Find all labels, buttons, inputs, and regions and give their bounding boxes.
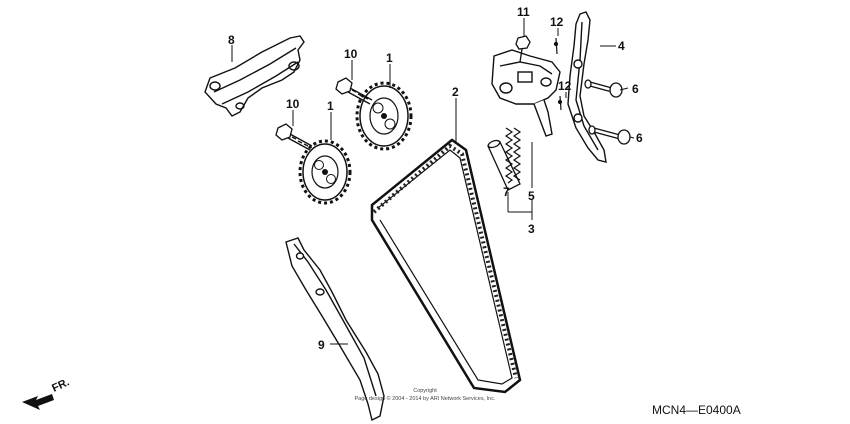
callout-1-lower: 1 — [327, 99, 334, 113]
sprocket-bolt-upper — [335, 77, 373, 105]
callout-12-upper: 12 — [550, 15, 564, 29]
callout-12-lower: 12 — [558, 79, 572, 93]
callout-9: 8 — [228, 33, 235, 47]
pivot-bolt-upper — [584, 79, 623, 98]
copyright-notice: Page design © 2004 - 2014 by ARI Network… — [354, 395, 495, 402]
pivot-bolt-lower — [588, 125, 631, 145]
copyright-title: Copyright — [413, 388, 437, 394]
chain-guide-part — [285, 237, 385, 422]
callout-8: 9 — [318, 338, 325, 352]
callout-7: 7 — [503, 185, 510, 199]
tensioner-spring-part — [504, 127, 522, 184]
guide-bracket-part — [204, 35, 305, 117]
callout-6-lower: 6 — [636, 131, 643, 145]
pin-12-upper — [553, 37, 559, 55]
diagram-reference-code: MCN4—E0400A — [652, 403, 741, 417]
callout-11: 11 — [517, 5, 530, 19]
leader-lines — [231, 18, 635, 345]
callout-4: 4 — [618, 39, 625, 53]
sprocket-bolt-lower — [275, 123, 313, 151]
callout-2: 2 — [452, 85, 459, 99]
callout-1-upper: 1 — [386, 51, 393, 65]
callout-10-lower: 10 — [286, 97, 300, 111]
cam-sprocket-upper — [355, 81, 413, 151]
callout-3: 3 — [528, 222, 535, 236]
tensioner-bolt-11 — [515, 35, 531, 63]
callout-5: 5 — [528, 189, 535, 203]
tensioner-rod-part — [487, 139, 521, 191]
front-arrow-icon: FR. — [22, 376, 71, 410]
callout-10-upper: 10 — [344, 47, 358, 61]
cam-chain-part — [370, 138, 522, 394]
callout-6-upper: 6 — [632, 82, 639, 96]
pin-12-lower — [557, 95, 563, 111]
front-direction-label: FR. — [50, 376, 71, 394]
tensioner-arm-part — [567, 11, 607, 163]
tensioner-body-part — [491, 49, 561, 137]
cam-sprocket-lower — [298, 139, 352, 205]
